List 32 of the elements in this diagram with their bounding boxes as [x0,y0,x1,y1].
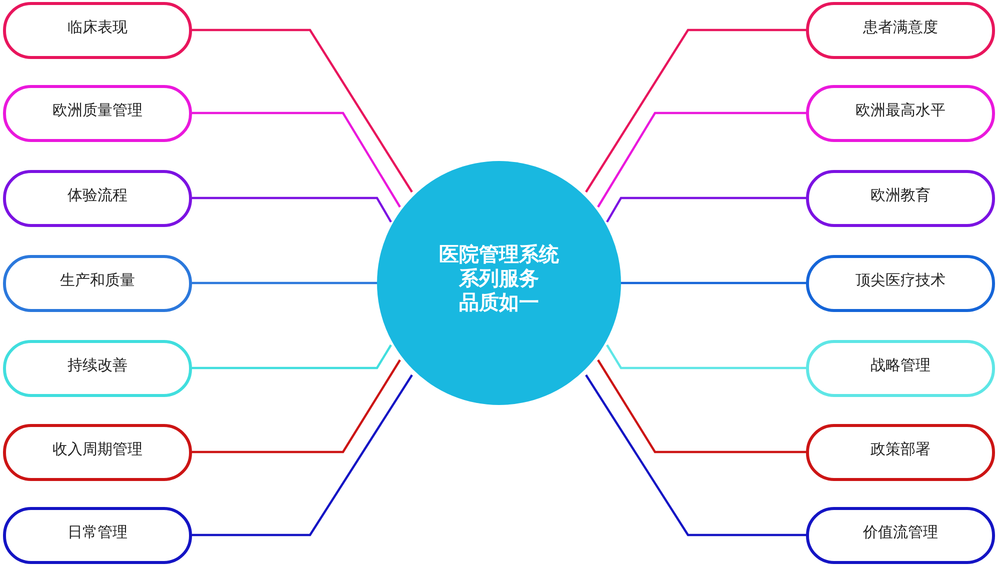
center-title-line: 医院管理系统 [439,242,559,266]
topic-label: 体验流程 [68,186,128,205]
connector-line [606,344,807,370]
connector-line [192,196,392,223]
connector-line [192,28,413,193]
connector-line [192,282,377,284]
connector-line [585,374,807,536]
topic-label: 欧洲教育 [870,186,930,205]
topic-label: 欧洲质量管理 [52,101,142,120]
connector-line [585,28,807,193]
connector-line [621,282,807,284]
topic-box [3,340,192,397]
topic-label: 患者满意度 [863,18,938,37]
connector-line [192,112,401,208]
topic-label: 生产和质量 [60,271,135,290]
connector-line [192,359,401,454]
topic-label: 价值流管理 [863,523,938,542]
center-title-line: 品质如一 [459,290,539,314]
topic-label: 政策部署 [870,440,930,459]
topic-label: 收入周期管理 [52,440,142,459]
connector-line [192,344,392,370]
topic-label: 战略管理 [870,356,930,375]
connector-line [606,196,807,223]
topic-label: 日常管理 [68,523,128,542]
connector-line [597,359,807,454]
topic-label: 持续改善 [68,356,128,375]
connector-line [597,112,807,208]
connector-line [192,374,413,536]
topic-label: 临床表现 [68,18,128,37]
topic-label: 欧洲最高水平 [856,101,946,120]
topic-label: 顶尖医疗技术 [856,271,946,290]
center-title-line: 系列服务 [459,266,539,290]
